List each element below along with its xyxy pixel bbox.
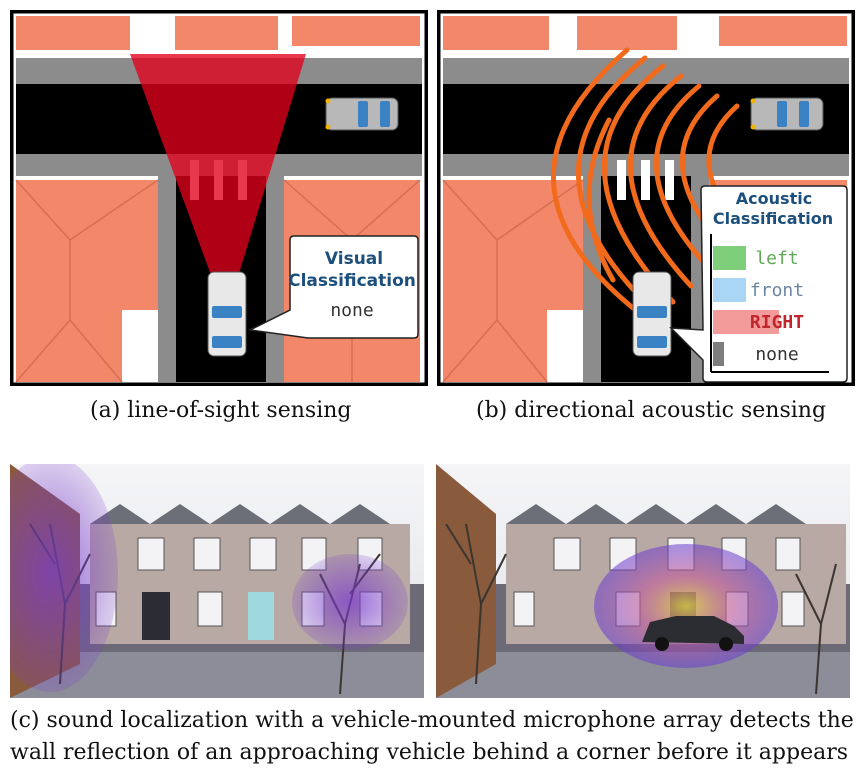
roof-top-right (292, 16, 420, 46)
sidewalk-vertical-left (583, 176, 601, 382)
bar-label-left: left (755, 248, 798, 269)
car-topright (750, 97, 824, 131)
bubble-title-line1: Visual (325, 249, 383, 269)
bar-right (713, 310, 779, 334)
field-of-view-cone (130, 54, 306, 316)
roof-top-center (175, 16, 278, 50)
ego-vehicle (207, 271, 247, 357)
caption-b: (b) directional acoustic sensing (476, 398, 827, 423)
bar-label-none: none (755, 344, 798, 365)
sidewalk-vertical-left (158, 176, 176, 382)
panel-a-map: Visual Classification none (10, 10, 428, 386)
approaching-car (642, 616, 744, 651)
bar-none (713, 342, 724, 366)
bubble-title-line1: Acoustic (736, 189, 812, 208)
sound-heatmap-blob-right (292, 554, 408, 650)
caption-c-line1: (c) sound localization with a vehicle-mo… (10, 708, 854, 733)
sound-waves (551, 47, 748, 315)
ego-vehicle (632, 271, 672, 357)
street-photo-left (10, 464, 424, 698)
roof-top-left (16, 16, 130, 50)
caption-c-line2: wall reflection of an approaching vehicl… (10, 740, 849, 765)
roof-left-building (443, 180, 583, 382)
roof-left-building (16, 180, 158, 382)
roof-top-right (719, 16, 847, 46)
caption-a: (a) line-of-sight sensing (90, 398, 352, 423)
bar-left (713, 246, 746, 270)
roof-top-center (577, 16, 677, 50)
bar-label-front: front (750, 280, 804, 301)
visual-classification-bubble: Visual Classification none (247, 235, 419, 339)
sound-heatmap-blob-left (10, 464, 118, 692)
bubble-title-line2: Classification (288, 271, 416, 291)
sidewalk-vertical-right (266, 176, 284, 382)
car-topright (325, 97, 399, 131)
roof-top-left (443, 16, 549, 50)
sound-heatmap-blob (594, 544, 778, 668)
bubble-value: none (330, 300, 373, 321)
bar-front (713, 278, 746, 302)
bubble-title-line2: Classification (713, 209, 833, 228)
street-photo-right (436, 464, 850, 698)
bar-label-right: RIGHT (750, 312, 804, 333)
